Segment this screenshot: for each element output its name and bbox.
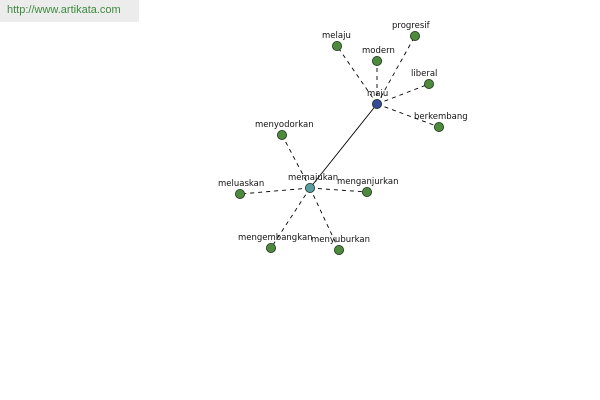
edge-memajukan-meluaskan xyxy=(239,187,311,195)
node-label-maju[interactable]: maju xyxy=(367,89,388,99)
node-menyuburkan[interactable] xyxy=(333,244,344,255)
node-label-menyuburkan[interactable]: menyuburkan xyxy=(311,235,370,245)
edge-memajukan-menganjurkan xyxy=(309,187,368,193)
node-label-memajukan[interactable]: memajukan xyxy=(288,173,338,183)
edge-memajukan-mengembangkan xyxy=(270,187,311,249)
edge-maju-berkembang xyxy=(376,103,440,128)
edge-maju-memajukan xyxy=(309,103,378,189)
node-menyodorkan[interactable] xyxy=(276,129,287,140)
node-label-modern[interactable]: modern xyxy=(362,46,395,56)
node-label-liberal[interactable]: liberal xyxy=(411,69,437,79)
edge-memajukan-menyodorkan xyxy=(281,134,311,189)
graph-edges xyxy=(239,35,440,251)
node-meluaskan[interactable] xyxy=(234,188,245,199)
node-label-meluaskan[interactable]: meluaskan xyxy=(218,179,264,189)
url-banner: http://www.artikata.com xyxy=(0,0,139,22)
node-mengembangkan[interactable] xyxy=(265,242,276,253)
edge-maju-melaju xyxy=(336,45,378,105)
graph-labels: progresif melaju modern liberal berkembang me… xyxy=(218,21,468,245)
node-memajukan[interactable] xyxy=(304,182,315,193)
edge-memajukan-menyuburkan xyxy=(309,187,340,251)
graph-nodes xyxy=(234,30,444,255)
node-label-berkembang[interactable]: berkembang xyxy=(414,112,468,122)
edge-maju-liberal xyxy=(376,83,430,105)
site-url-link[interactable]: http://www.artikata.com xyxy=(7,4,121,16)
node-label-mengembangkan[interactable]: mengembangkan xyxy=(238,233,313,243)
node-menganjurkan[interactable] xyxy=(361,186,372,197)
node-label-menganjurkan[interactable]: menganjurkan xyxy=(337,177,399,187)
node-melaju[interactable] xyxy=(331,41,342,52)
node-label-progresif[interactable]: progresif xyxy=(392,21,431,31)
node-maju[interactable] xyxy=(371,99,382,110)
node-modern[interactable] xyxy=(371,56,382,67)
node-label-melaju[interactable]: melaju xyxy=(322,31,351,41)
node-progresif[interactable] xyxy=(409,30,420,41)
node-liberal[interactable] xyxy=(423,79,434,90)
edge-maju-progresif xyxy=(376,35,416,105)
node-label-menyodorkan[interactable]: menyodorkan xyxy=(255,120,314,130)
node-berkembang[interactable] xyxy=(433,122,444,133)
